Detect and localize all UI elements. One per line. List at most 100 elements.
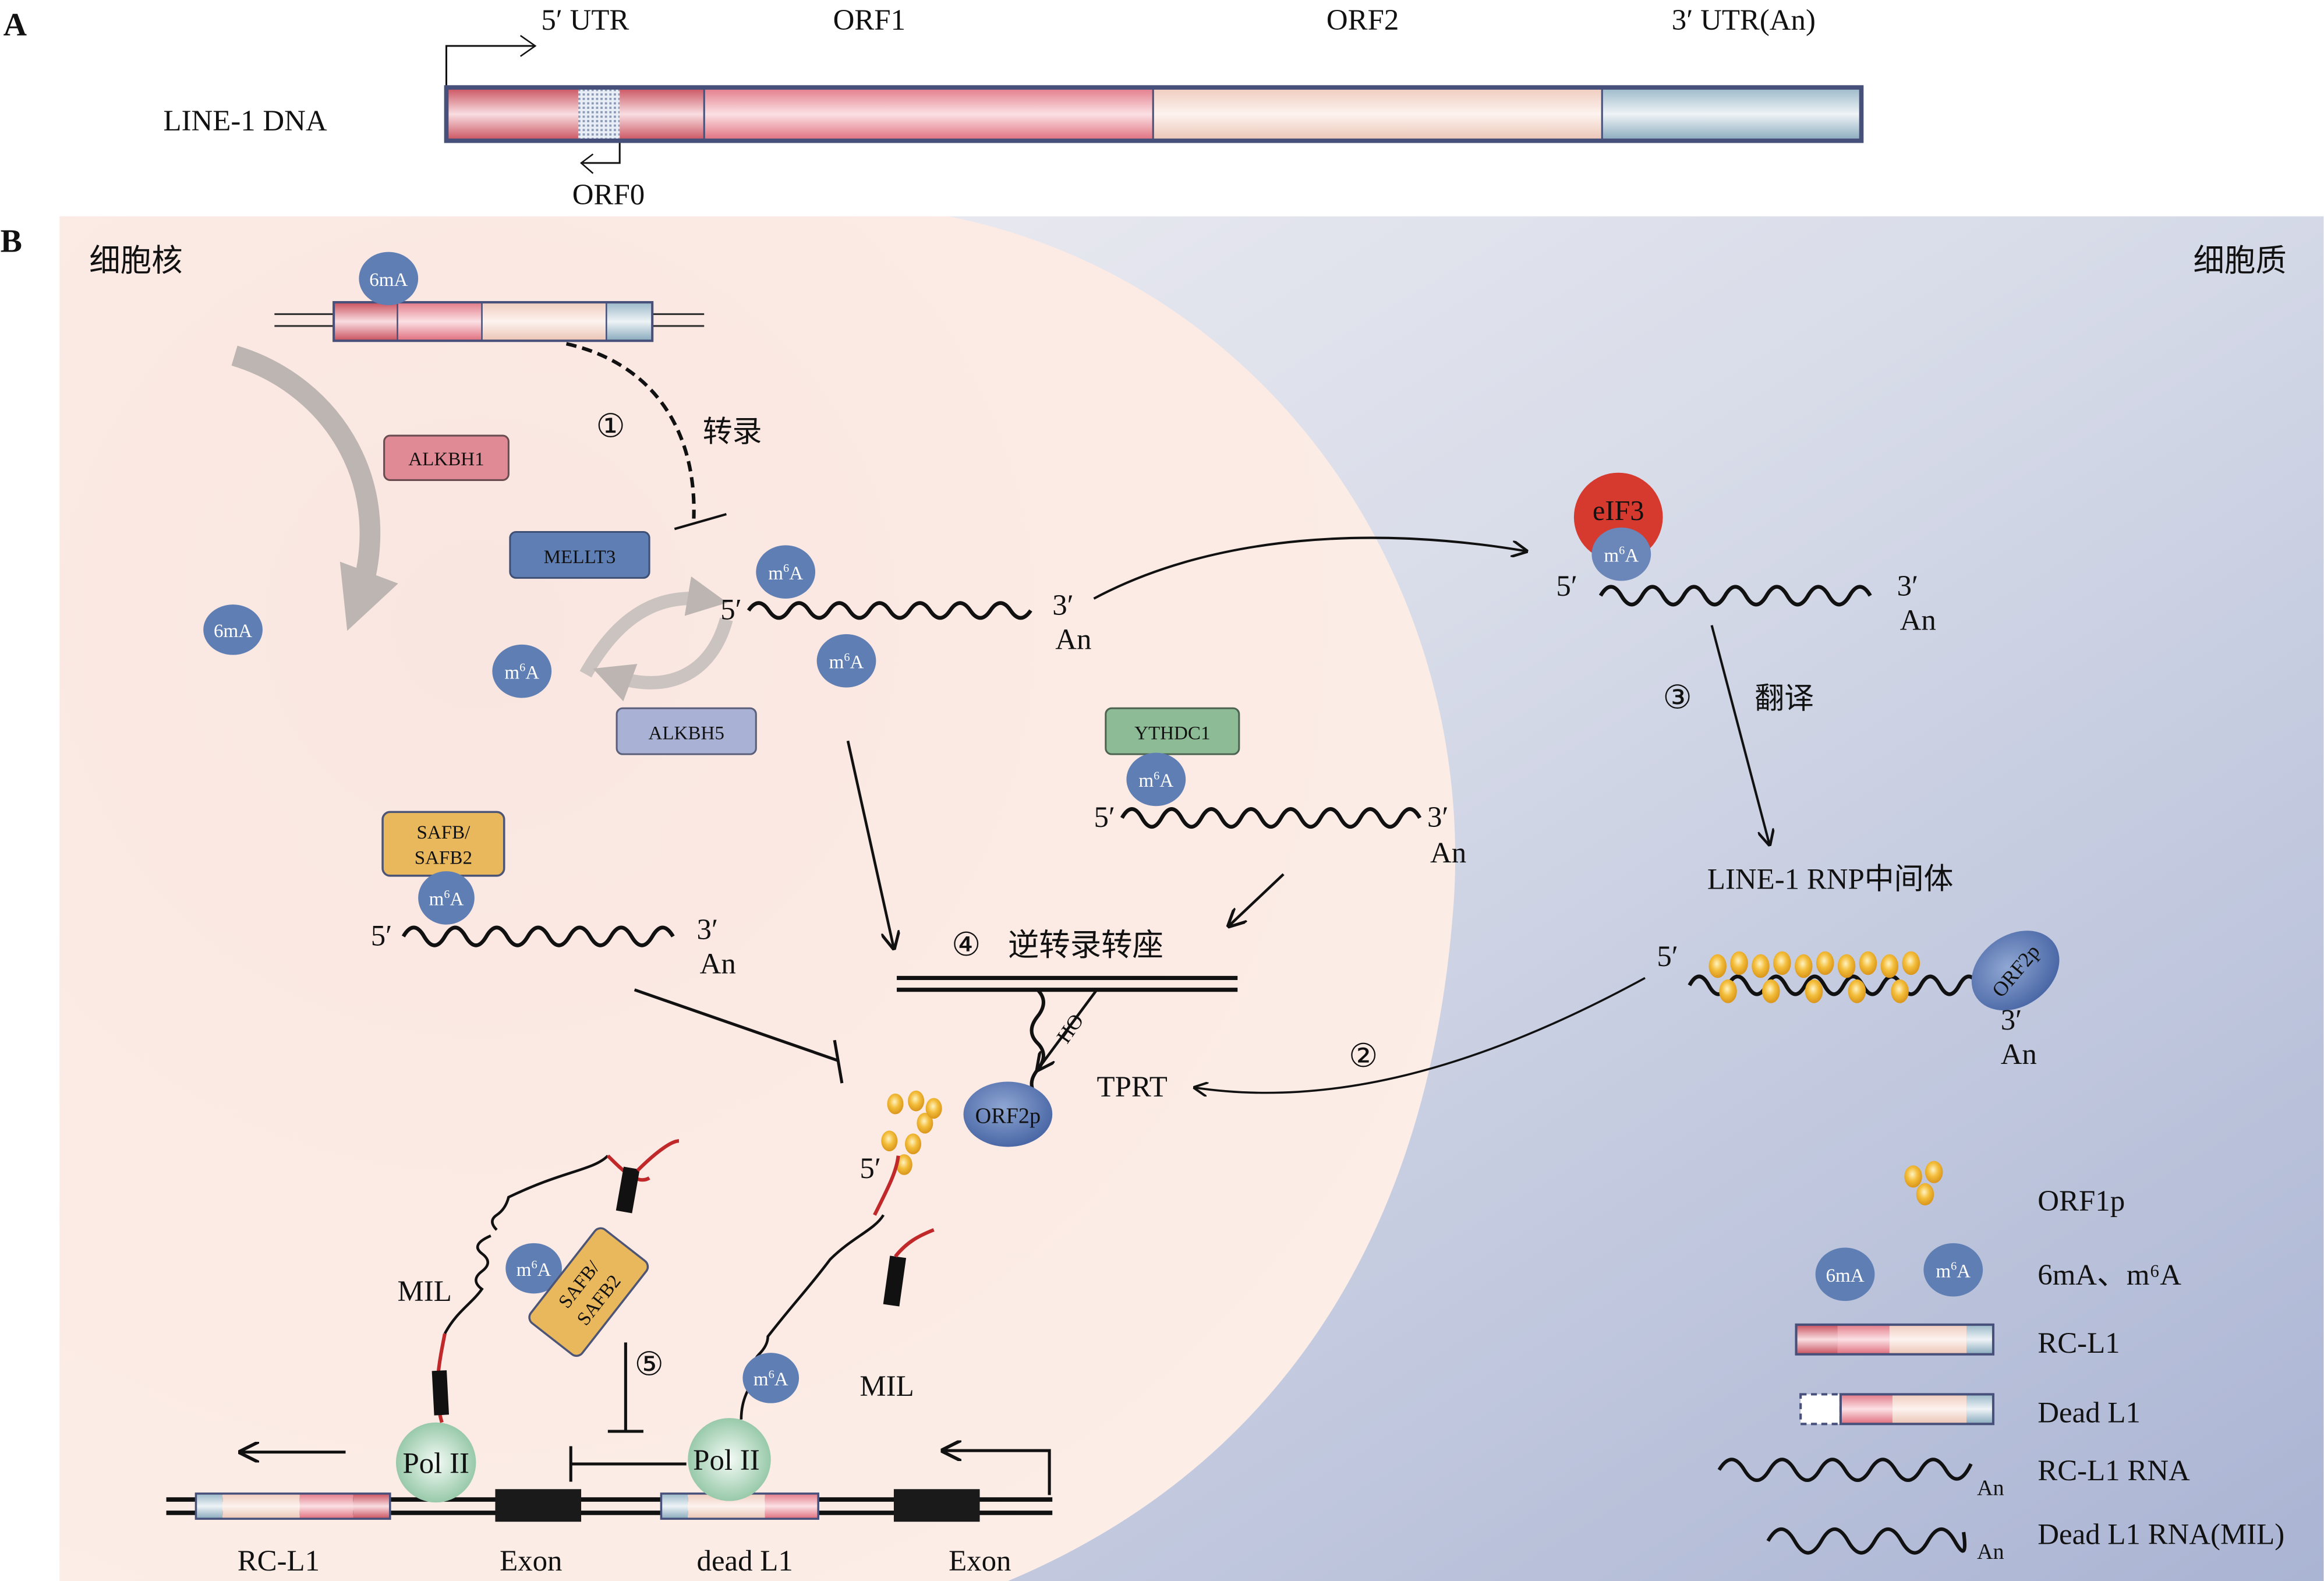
step3-label: 翻译 [1755, 681, 1814, 716]
nuclear-l1-rna: 5′ 3′ An m6A m6A [720, 545, 1091, 688]
svg-text:3′: 3′ [1897, 570, 1919, 603]
svg-text:Pol II: Pol II [693, 1444, 759, 1477]
utr3-segment [1602, 87, 1862, 141]
pol2-right: Pol II [688, 1418, 771, 1501]
svg-text:3′: 3′ [1427, 801, 1449, 834]
orf1p-bead [1859, 951, 1877, 975]
demethylation-arrow [231, 345, 398, 631]
m6a-badge: m6A [742, 1353, 800, 1403]
free-m6a-badge: m6A [492, 644, 552, 698]
svg-text:ALKBH5: ALKBH5 [648, 723, 724, 744]
methylation-arrow [579, 576, 728, 678]
step5-number: ⑤ [635, 1346, 664, 1382]
svg-text:m6A: m6A [504, 662, 539, 684]
svg-text:eIF3: eIF3 [1593, 496, 1644, 526]
orf1p-bead [1916, 1183, 1934, 1205]
export-arrow [1093, 536, 1526, 600]
svg-text:m6A: m6A [517, 1258, 551, 1281]
orf1p-beads-nuclear [881, 1090, 942, 1175]
utr3-label: 3′ UTR(An) [1672, 4, 1816, 37]
svg-text:5′: 5′ [1094, 801, 1115, 834]
orf1p-bead [887, 1093, 904, 1115]
utr5-label: 5′ UTR [541, 4, 629, 37]
orf1p-bead [917, 1112, 933, 1134]
orf2-label: ORF2 [1327, 4, 1399, 37]
legend-label: ORF1p [2038, 1185, 2125, 1218]
nuclear-import-arrow [1194, 977, 1646, 1092]
m6a-badge: m6A [505, 1243, 562, 1294]
utr5-segment-2 [620, 87, 705, 141]
rna-wave-icon: An [1717, 1458, 2004, 1500]
orf1-label: ORF1 [833, 4, 905, 37]
safb-inhibition-bar [833, 1039, 844, 1084]
svg-text:m6A: m6A [429, 888, 464, 910]
legend-label: RC-L1 RNA [2038, 1455, 2190, 1487]
legend-label: Dead L1 [2038, 1397, 2141, 1430]
free-6ma-badge: 6mA [203, 604, 263, 655]
orf1p-bead [905, 1133, 922, 1155]
rna-to-retrotransposition-arrow [846, 740, 894, 948]
orf2p-protein-nuclear: ORF2p [963, 1081, 1053, 1147]
svg-text:An: An [1430, 837, 1466, 869]
antisense-arrowhead-icon [580, 153, 594, 174]
orf1p-bead [1752, 954, 1770, 978]
svg-text:m6A: m6A [1936, 1260, 1971, 1282]
demethylation-m6a-arrow [593, 617, 733, 702]
svg-text:3′: 3′ [2001, 1004, 2022, 1037]
svg-text:ORF2p: ORF2p [975, 1104, 1041, 1129]
svg-text:An: An [1977, 1540, 2004, 1564]
dead-l1-bar-icon [1799, 1393, 1995, 1426]
orf1p-beads [1708, 951, 1920, 1003]
genome-locus [166, 1489, 1053, 1522]
legend-label: Dead L1 RNA(MIL) [2038, 1518, 2284, 1551]
svg-text:m6A: m6A [768, 562, 803, 584]
exon-block [893, 1489, 980, 1522]
svg-text:An: An [2001, 1038, 2037, 1071]
step1-number: ① [596, 409, 625, 445]
orf1p-bead [1730, 951, 1748, 975]
genome-label-exon-2: Exon [949, 1545, 1011, 1578]
mellt3-box: MELLT3 [509, 530, 650, 579]
svg-text:m6A: m6A [1138, 769, 1173, 791]
svg-text:ALKBH1: ALKBH1 [408, 449, 484, 470]
6ma-badge: 6mA [359, 252, 419, 306]
safb-box: SAFB/ SAFB2 [381, 811, 505, 877]
sense-arrowhead-icon [519, 35, 537, 57]
legend-label: 6mA、m⁶A [2038, 1259, 2181, 1292]
sense-promoter-arrow [445, 45, 534, 98]
orf1p-bead [1805, 979, 1823, 1003]
utr5-segment [446, 87, 578, 141]
step1-label: 转录 [703, 415, 762, 449]
line1-dna-label: LINE-1 DNA [163, 105, 327, 137]
svg-text:m6A: m6A [1604, 544, 1639, 567]
genome-label-rc-l1: RC-L1 [238, 1545, 320, 1578]
rnp-intermediate: 5′ ORF2p 3′ An [1657, 931, 2060, 1071]
mil-label-left: MIL [398, 1275, 452, 1308]
svg-text:5′: 5′ [720, 594, 742, 627]
step4-label: 逆转录转座 [1008, 926, 1163, 963]
mil-wave-icon: An [1766, 1527, 2004, 1564]
orf1p-bead [925, 1098, 942, 1119]
exon-block [495, 1489, 582, 1522]
genomic-l1-6ma: 6mA [274, 252, 705, 342]
svg-text:3′: 3′ [697, 914, 719, 946]
mil-label-right: MIL [859, 1370, 914, 1403]
svg-text:MELLT3: MELLT3 [544, 547, 616, 568]
transcription-dashed-line [565, 342, 696, 519]
orf1p-bead [1880, 954, 1899, 978]
orf1p-bead [1762, 979, 1780, 1003]
panel-a: A LINE-1 DNA 5′ UTR ORF1 ORF2 3′ UTR(An)… [3, 4, 1864, 211]
cytoplasmic-l1-rna: eIF3 m6A 5′ 3′ An [1556, 472, 1936, 636]
line1-dna-bar [444, 85, 1864, 143]
orf1p-bead [881, 1130, 898, 1152]
genome-label-exon: Exon [500, 1545, 562, 1578]
m6a-badge: m6A [816, 634, 876, 688]
m6a-badge: m6A [418, 871, 475, 925]
rnp-label: LINE-1 RNP中间体 [1707, 864, 1954, 896]
svg-text:5′: 5′ [1657, 940, 1678, 973]
step3-number: ③ [1663, 680, 1692, 716]
svg-text:An: An [700, 948, 736, 981]
legend-label: RC-L1 [2038, 1327, 2120, 1360]
orf1p-bead [1891, 979, 1909, 1003]
m6a-badge: m6A [1591, 527, 1651, 581]
